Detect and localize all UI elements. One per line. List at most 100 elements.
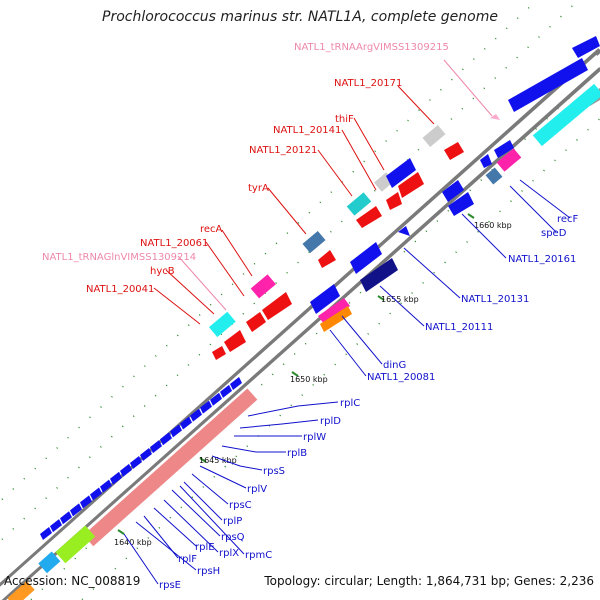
scale-ticks — [117, 213, 475, 535]
gene-feature — [80, 495, 92, 509]
gene-label: NATL1_20171 — [334, 78, 402, 89]
gene-feature — [480, 154, 492, 168]
gene-feature — [490, 114, 500, 120]
gene-label: rplX — [219, 548, 239, 559]
gene-feature — [532, 83, 600, 147]
gene-feature — [220, 384, 232, 398]
genome-summary: Topology: circular; Length: 1,864,731 bp… — [264, 574, 594, 588]
gene-label: rplW — [303, 432, 326, 443]
upper-features — [208, 36, 600, 360]
gene-feature — [90, 487, 102, 501]
gene-feature — [346, 192, 372, 216]
gene-feature — [386, 158, 416, 188]
gene-feature — [398, 226, 410, 236]
gene-label: rplV — [247, 484, 267, 495]
gene-feature — [442, 180, 464, 202]
gene-feature — [130, 455, 142, 469]
gene-feature — [398, 172, 424, 198]
ribosomal-cluster — [40, 377, 242, 540]
gene-label: rpmC — [245, 550, 272, 561]
gene-feature — [83, 388, 258, 547]
gene-feature — [38, 551, 61, 574]
gene-feature — [386, 192, 402, 210]
gene-label: dinG — [383, 360, 406, 371]
gene-label: NATL1_tRNAGlnVIMSS1309214 — [42, 252, 196, 263]
gene-feature — [485, 167, 503, 185]
gene-feature — [160, 432, 172, 446]
gene-label: tyrA — [248, 183, 269, 194]
gene-feature — [572, 36, 600, 58]
gene-feature — [190, 408, 202, 422]
gene-label: NATL1_tRNAArgVIMSS1309215 — [294, 42, 449, 53]
top-gene-labels: NATL1_tRNAArgVIMSS1309215 NATL1_20171 th… — [42, 42, 449, 295]
bottom-gene-labels: recF speD NATL1_20161 NATL1_20131 NATL1_… — [159, 214, 579, 591]
gene-feature — [360, 258, 398, 292]
gene-feature — [50, 519, 62, 533]
gene-feature — [422, 124, 446, 148]
gene-feature — [210, 392, 222, 406]
gene-feature — [318, 250, 336, 268]
gene-feature — [262, 292, 292, 320]
gene-label: NATL1_20121 — [249, 145, 317, 156]
gene-label: NATL1_20081 — [367, 372, 435, 383]
gene-label: rplP — [223, 516, 242, 527]
scale-tick-label: 1640 kbp — [114, 538, 152, 547]
gene-label: NATL1_20141 — [273, 125, 341, 136]
gene-feature — [100, 479, 112, 493]
gene-feature — [180, 416, 192, 430]
gene-label: rpsQ — [221, 532, 245, 543]
gene-feature — [356, 206, 382, 228]
gene-label: rplC — [340, 398, 360, 409]
accession-text: Accession: NC_008819 — [4, 574, 141, 588]
gene-label: rpsE — [159, 580, 181, 591]
gene-feature — [200, 400, 212, 414]
gene-label: rplE — [195, 542, 215, 553]
gene-label: rpsC — [229, 500, 252, 511]
gene-label: rpsS — [263, 466, 285, 477]
gene-feature — [444, 142, 464, 160]
gene-feature — [120, 463, 132, 477]
gene-label: NATL1_20041 — [86, 284, 154, 295]
gene-feature — [208, 311, 236, 338]
gene-feature — [40, 527, 52, 540]
gene-feature — [55, 525, 96, 564]
gene-feature — [496, 148, 522, 172]
gene-feature — [170, 424, 182, 438]
scale-tick-label: 1645 kbp — [199, 456, 237, 465]
leader-lines — [123, 59, 571, 585]
gene-feature — [60, 511, 72, 525]
gene-feature — [140, 448, 152, 462]
gene-feature — [224, 330, 246, 352]
gene-feature — [230, 377, 242, 390]
gene-feature — [494, 140, 514, 158]
gene-feature — [508, 58, 588, 112]
gene-label: rplF — [178, 554, 197, 565]
gene-feature — [448, 192, 474, 216]
gene-label: NATL1_20061 — [140, 238, 208, 249]
gene-label: rplD — [320, 416, 341, 427]
scale-tick-label: 1650 kbp — [290, 375, 328, 384]
gene-label: hycB — [150, 266, 175, 277]
gene-feature — [350, 242, 382, 274]
gene-label: NATL1_20131 — [461, 294, 529, 305]
gene-label: NATL1_20111 — [425, 322, 493, 333]
gene-label: thiF — [335, 114, 354, 125]
scale-tick-label: 1655 kbp — [381, 295, 419, 304]
gene-feature — [110, 471, 122, 485]
gene-feature — [246, 312, 266, 332]
map-title: Prochlorococcus marinus str. NATL1A, com… — [102, 9, 498, 25]
gene-label: NATL1_20161 — [508, 254, 576, 265]
gene-label: recA — [200, 224, 223, 235]
gene-feature — [320, 306, 352, 332]
gene-label: speD — [541, 228, 567, 239]
lower-features — [7, 83, 600, 600]
gene-feature — [212, 346, 226, 360]
gene-feature — [310, 284, 340, 314]
scale-tick-label: 1660 kbp — [474, 221, 512, 230]
gene-feature — [250, 274, 276, 299]
gene-feature — [70, 503, 82, 517]
gene-feature — [150, 440, 162, 454]
gene-feature — [318, 298, 350, 324]
gene-label: rplB — [287, 448, 307, 459]
